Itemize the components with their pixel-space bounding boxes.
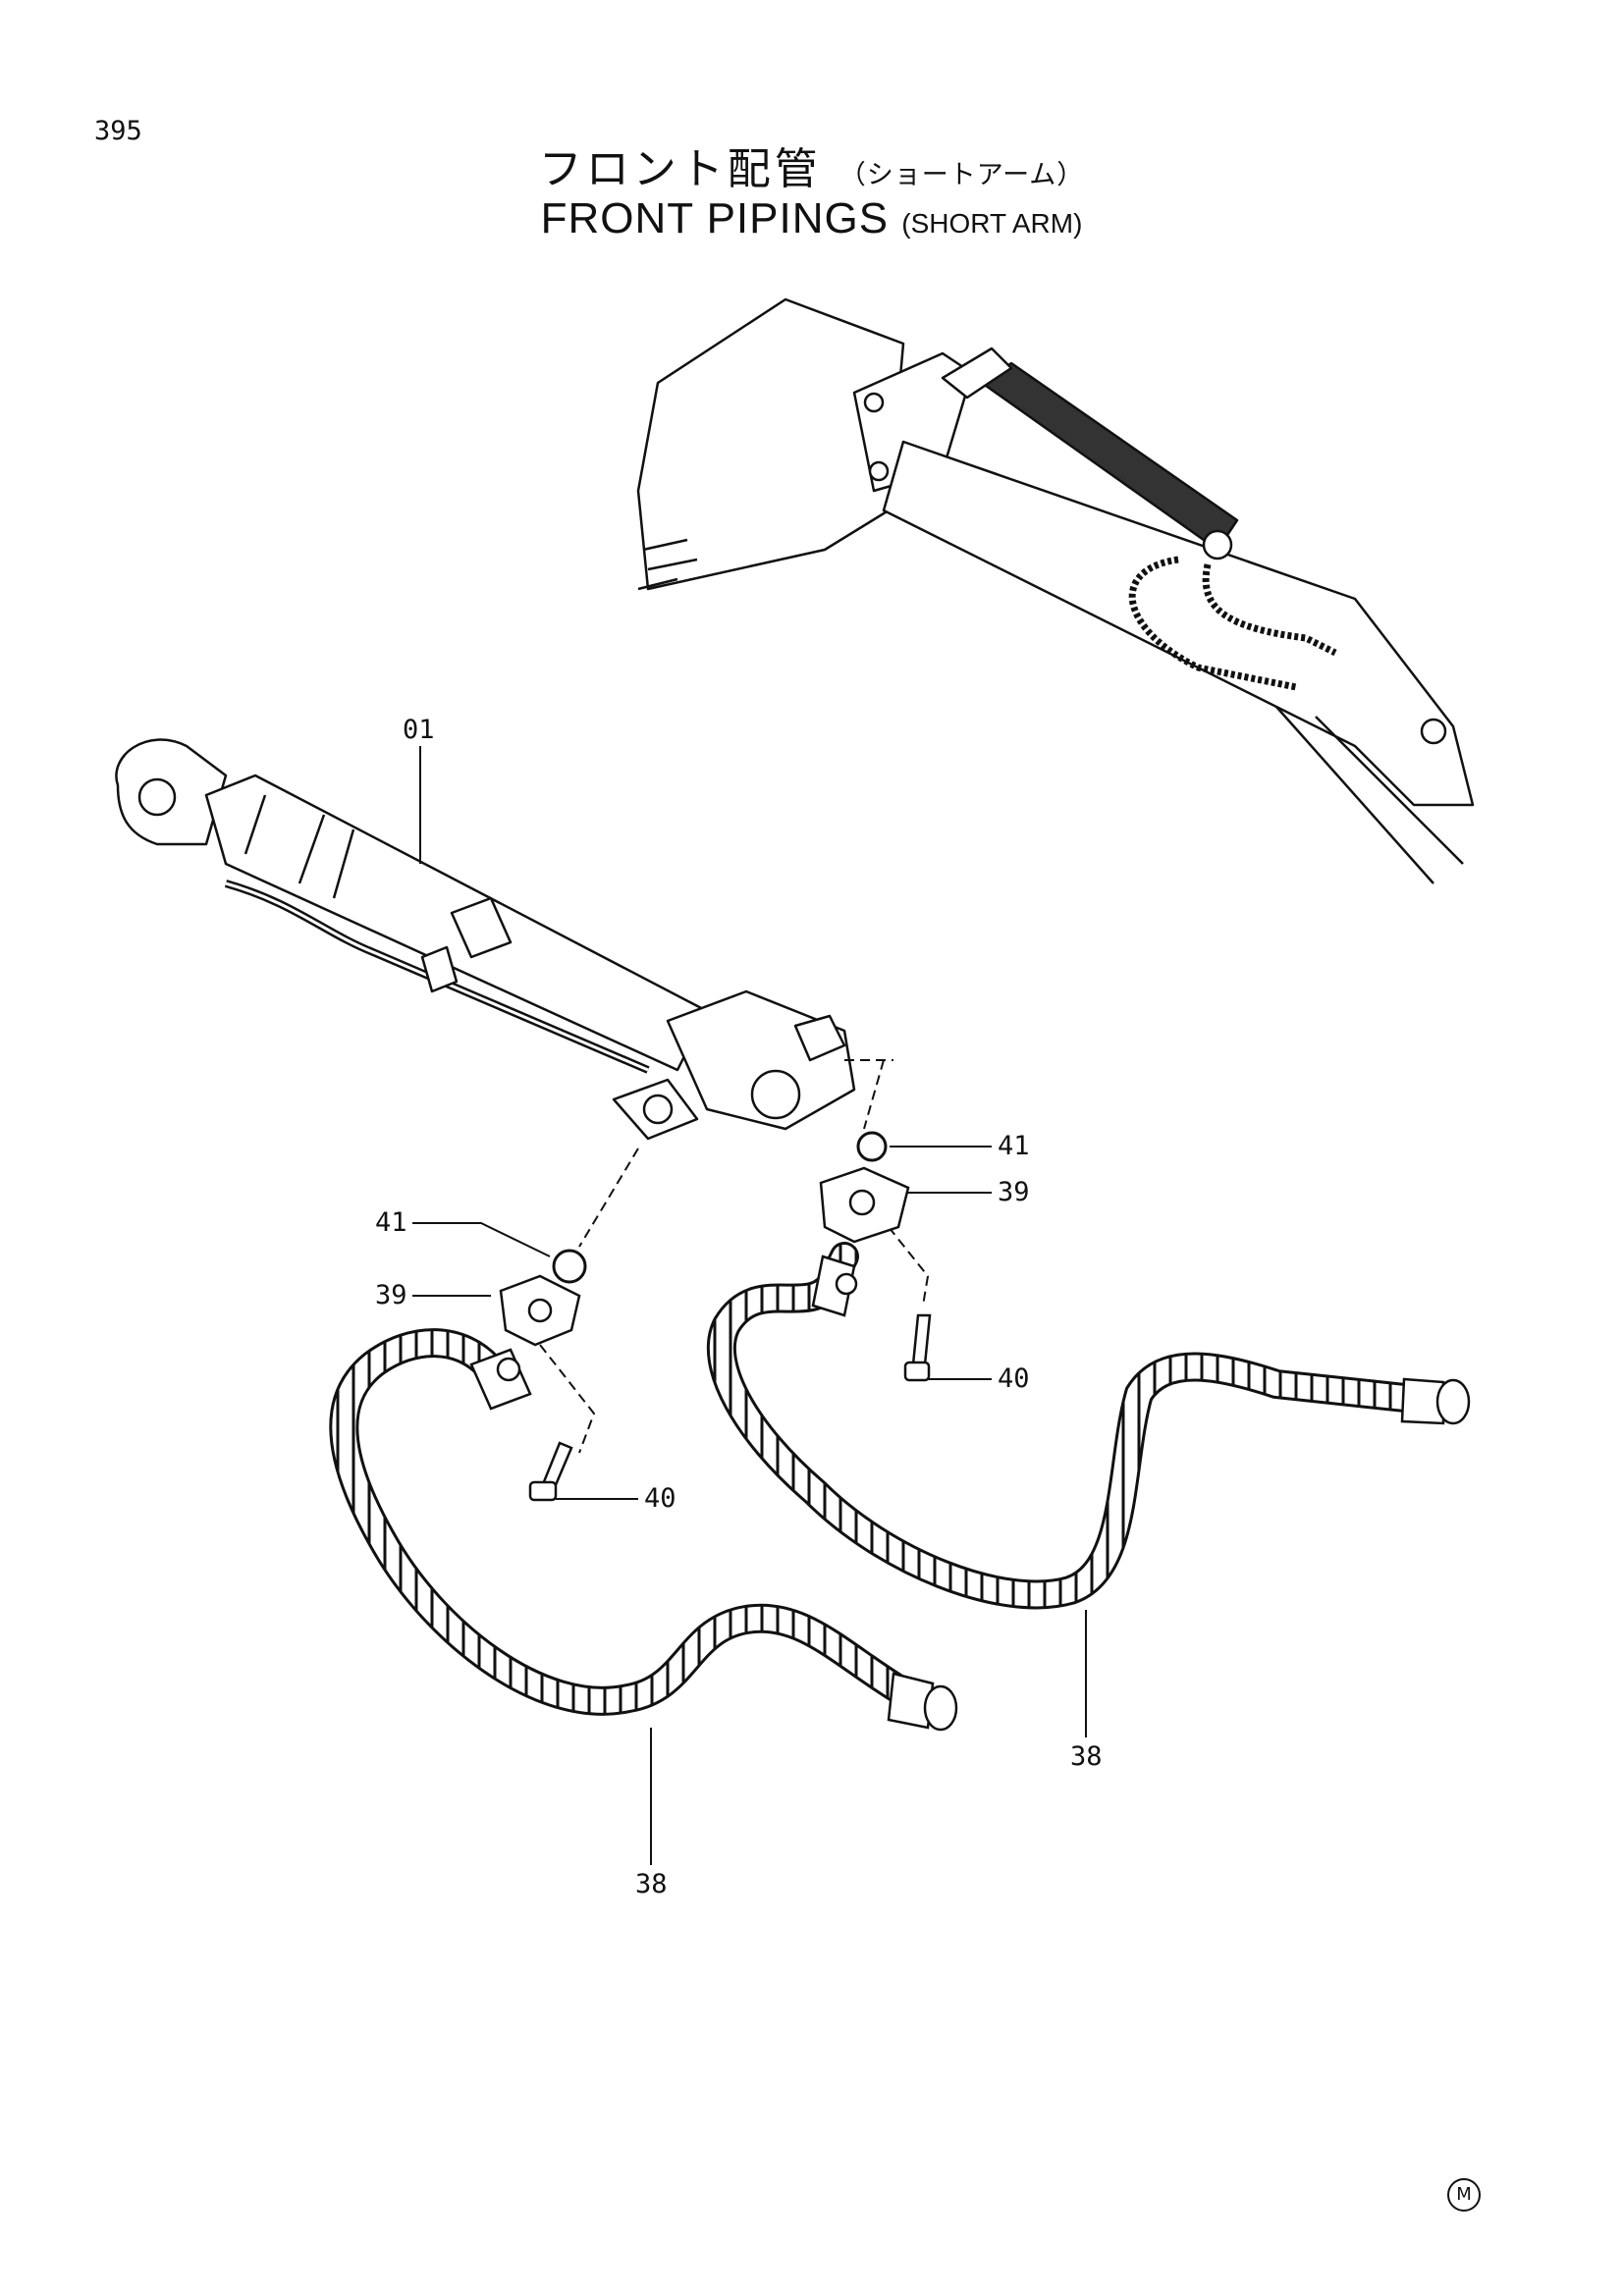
hose-right xyxy=(706,1242,1429,1610)
callout-40-left: 40 xyxy=(644,1483,676,1514)
title-english: FRONT PIPINGS (SHORT ARM) xyxy=(0,194,1623,243)
split-flange-right xyxy=(819,1166,910,1244)
dash-right-port xyxy=(844,1059,893,1130)
leader-lines xyxy=(412,746,1087,1865)
bucket-shape xyxy=(636,297,905,591)
cylinder-tube-pipe-inner xyxy=(225,881,649,1072)
title-jp-main: フロント配管 xyxy=(538,144,822,194)
callout-40-right: 40 xyxy=(998,1363,1030,1394)
corner-m-mark: M xyxy=(1447,2178,1481,2212)
o-ring-right xyxy=(856,1131,888,1162)
title-japanese: フロント配管 （ショートアーム） xyxy=(0,133,1623,196)
title-en-main: FRONT PIPINGS xyxy=(540,194,890,242)
split-flange-left xyxy=(499,1274,581,1347)
cylinder-barrel-ridges xyxy=(243,794,355,899)
hose-right-fittings xyxy=(811,1255,1471,1425)
inset-cylinder-rod xyxy=(941,347,1013,400)
hose-left xyxy=(329,1328,928,1716)
bucket-teeth xyxy=(637,538,698,591)
dash-left-bolt xyxy=(539,1344,596,1454)
o-ring-left xyxy=(552,1249,587,1284)
arm-cylinder-assembly xyxy=(115,738,856,1141)
callout-41-right: 41 xyxy=(998,1131,1030,1161)
callout-38-right: 38 xyxy=(1070,1741,1103,1772)
inset-hose-1 xyxy=(1128,556,1297,691)
flange-left-port-hole xyxy=(642,1094,674,1125)
pipe-clamp-2 xyxy=(420,945,459,993)
bolt-right xyxy=(903,1313,932,1382)
callout-39-right: 39 xyxy=(998,1177,1030,1207)
port-block xyxy=(793,1014,846,1062)
rod-eye-hole xyxy=(137,777,177,817)
callout-38-left: 38 xyxy=(635,1869,668,1899)
callout-41-left: 41 xyxy=(375,1207,407,1238)
title-en-sub: (SHORT ARM) xyxy=(901,208,1083,239)
arm-inset-illustration xyxy=(636,297,1475,884)
hose-left-fittings xyxy=(469,1348,958,1732)
cylinder-head-eye xyxy=(750,1069,801,1120)
title-jp-sub: （ショートアーム） xyxy=(839,160,1085,190)
page-number: 395 xyxy=(94,116,142,146)
arm-body xyxy=(882,440,1475,807)
callout-39-left: 39 xyxy=(375,1280,407,1310)
dash-right-bolt xyxy=(888,1226,930,1307)
pipe-clamp-1 xyxy=(450,896,513,959)
leader-41-left xyxy=(412,1222,551,1257)
callout-01: 01 xyxy=(403,715,435,745)
inset-hose-2 xyxy=(1202,563,1337,657)
dash-left-port xyxy=(578,1148,639,1248)
arm-lower-edge xyxy=(1275,706,1464,884)
bolt-left xyxy=(528,1441,573,1502)
